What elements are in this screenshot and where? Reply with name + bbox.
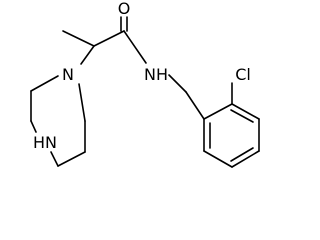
piperazine-n1-label: N — [62, 65, 74, 84]
piperazine-bond-5 — [57, 151, 86, 167]
bond-amide-n-ch2 — [168, 74, 187, 93]
chlorine-label: Cl — [235, 65, 251, 84]
piperazine-bond-1 — [30, 75, 59, 92]
bond-alpha-carbonyl — [93, 30, 125, 47]
benzene-inner-bond-1 — [230, 109, 254, 123]
benzene-bond-1 — [203, 103, 233, 120]
benzene-bond-4 — [231, 150, 260, 168]
bond-methyl-alpha — [62, 30, 95, 47]
amide-nitrogen-label: NH — [144, 65, 168, 84]
piperazine-bond-3 — [30, 120, 37, 133]
bond-ch2-ring — [185, 91, 205, 120]
benzene-ring — [203, 82, 260, 168]
bond-alpha-piperazine-n — [80, 45, 95, 65]
benzene-inner-bond-2 — [230, 147, 254, 162]
piperazine-bond-4 — [50, 151, 59, 167]
piperazine-bond-7 — [78, 83, 86, 122]
benzene-bond-5 — [203, 150, 233, 168]
bond-carbonyl-amide-n — [123, 30, 147, 64]
piperazine-ring — [30, 75, 86, 167]
chemical-structure: O NH N HN Cl — [30, 0, 260, 168]
backbone-bonds — [62, 16, 205, 120]
benzene-bond-2 — [231, 103, 260, 120]
piperazine-nh-label: HN — [33, 133, 57, 152]
atom-labels: O NH N HN Cl — [33, 0, 251, 152]
oxygen-label: O — [118, 0, 131, 18]
